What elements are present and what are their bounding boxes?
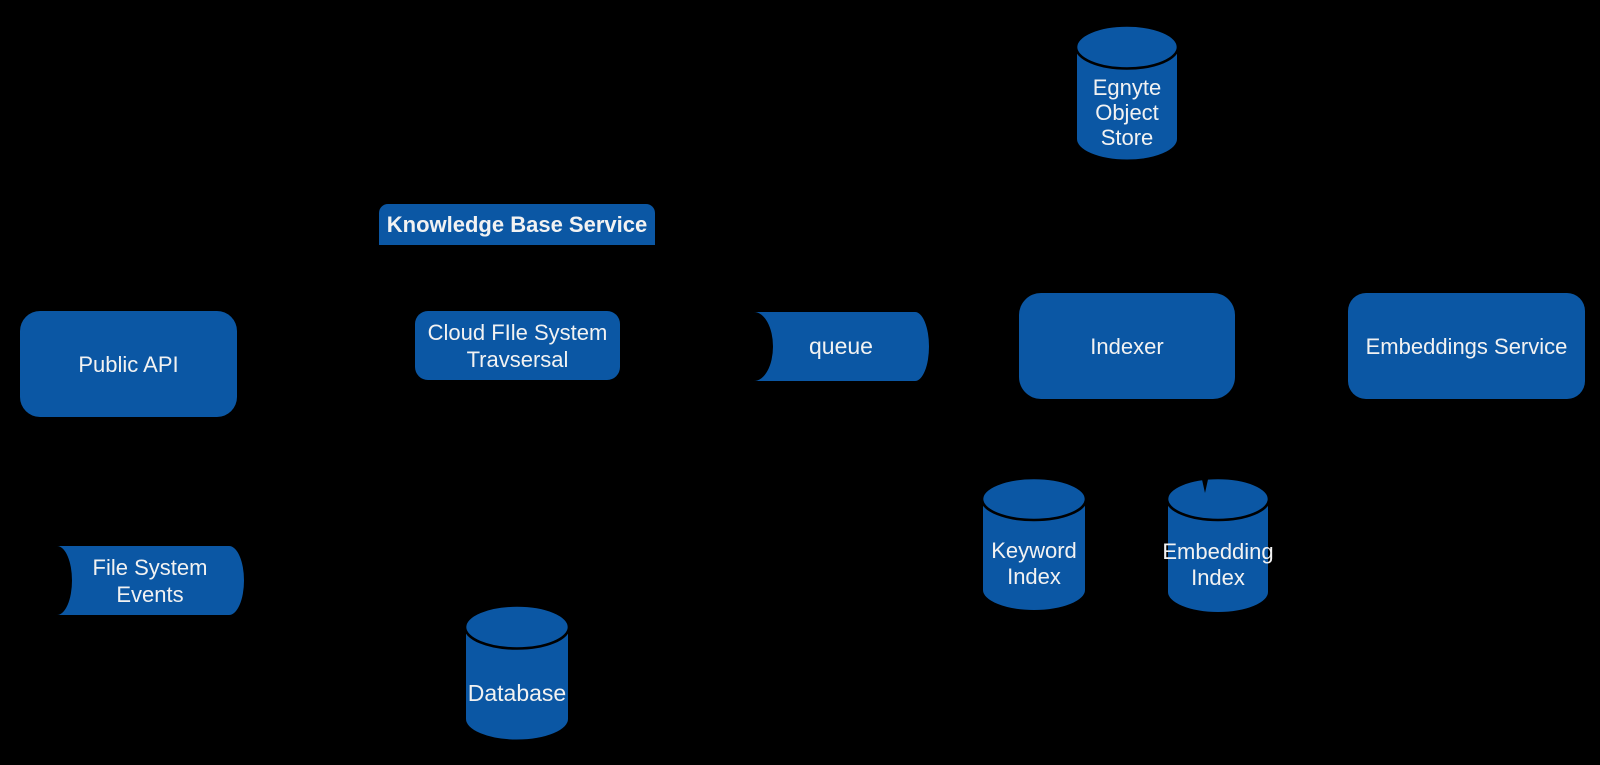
node-label: File System Events	[92, 554, 208, 607]
node-label: queue	[809, 333, 873, 359]
node-public-api: Public API	[20, 311, 237, 417]
node-label: Cloud FIle System	[427, 319, 608, 345]
node-label: Embedding Index	[1162, 538, 1274, 590]
node-indexer: Indexer	[1019, 293, 1235, 399]
container-title-tab: Knowledge Base Service	[379, 204, 655, 245]
node-label: Embeddings Service	[1365, 333, 1568, 359]
queue-shape	[754, 312, 929, 381]
node-embeddings-service: Embeddings Service	[1348, 293, 1585, 399]
node-label: Keyword Index	[991, 537, 1077, 589]
node-label: Public API	[78, 351, 179, 377]
node-egnyte-object-store: Egnyte Object Store	[1074, 23, 1180, 163]
cylinder-shape	[1165, 476, 1271, 614]
events-shape	[57, 546, 244, 615]
node-label: Database	[467, 679, 567, 706]
cylinder-shape	[1074, 24, 1180, 162]
node-cloud-file-system-traversal: Cloud FIle System Travsersal	[415, 311, 620, 380]
node-label: Egnyte Object Store	[1092, 75, 1162, 151]
connector-notch	[1201, 476, 1209, 493]
node-queue: queue	[753, 311, 929, 382]
node-label: Indexer	[1090, 333, 1164, 359]
node-database: Database	[463, 603, 571, 743]
node-file-system-events: File System Events	[56, 545, 244, 616]
container-title-label: Knowledge Base Service	[386, 212, 648, 237]
node-embedding-index: Embedding Index	[1162, 476, 1274, 615]
cylinder-shape	[980, 476, 1088, 612]
node-keyword-index: Keyword Index	[980, 476, 1088, 613]
cylinder-shape	[463, 604, 571, 742]
